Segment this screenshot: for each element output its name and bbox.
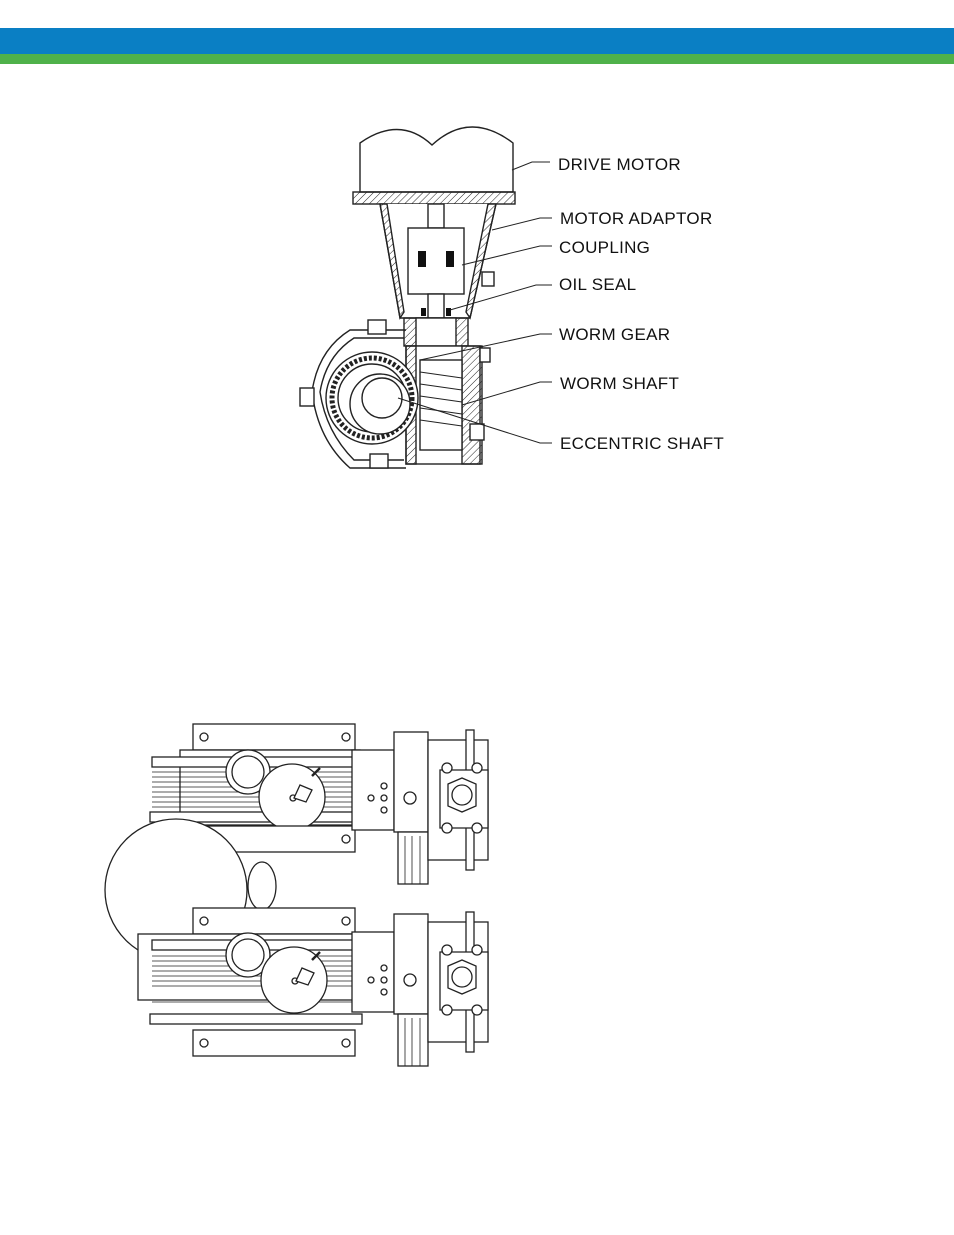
label-worm-shaft: WORM SHAFT (560, 374, 679, 393)
coupling-block (407, 227, 465, 295)
header-blue-band (0, 28, 954, 54)
label-oil-seal: OIL SEAL (559, 275, 636, 294)
motor-flange (352, 191, 516, 205)
leader-drive-motor (511, 161, 550, 171)
drive-cross-section-figure: DRIVE MOTOR MOTOR ADAPTOR COUPLING OIL S… (290, 120, 730, 480)
drive-motor-body (359, 126, 514, 193)
drive-cross-section-svg: DRIVE MOTOR MOTOR ADAPTOR COUPLING OIL S… (299, 126, 724, 469)
leader-coupling (461, 245, 552, 266)
duplex-pump-svg (104, 723, 489, 1067)
label-worm-gear: WORM GEAR (559, 325, 670, 344)
leader-oil-seal (449, 284, 552, 311)
label-eccentric-shaft: ECCENTRIC SHAFT (560, 434, 724, 453)
leader-worm-gear (419, 333, 552, 361)
leader-eccentric-shaft (397, 397, 552, 444)
leader-motor-adaptor (491, 217, 552, 231)
leader-worm-shaft (461, 381, 552, 406)
label-coupling: COUPLING (559, 238, 650, 257)
duplex-pump-figure (100, 720, 500, 1070)
header-green-band (0, 54, 954, 64)
label-motor-adaptor: MOTOR ADAPTOR (560, 209, 713, 228)
label-drive-motor: DRIVE MOTOR (558, 155, 681, 174)
